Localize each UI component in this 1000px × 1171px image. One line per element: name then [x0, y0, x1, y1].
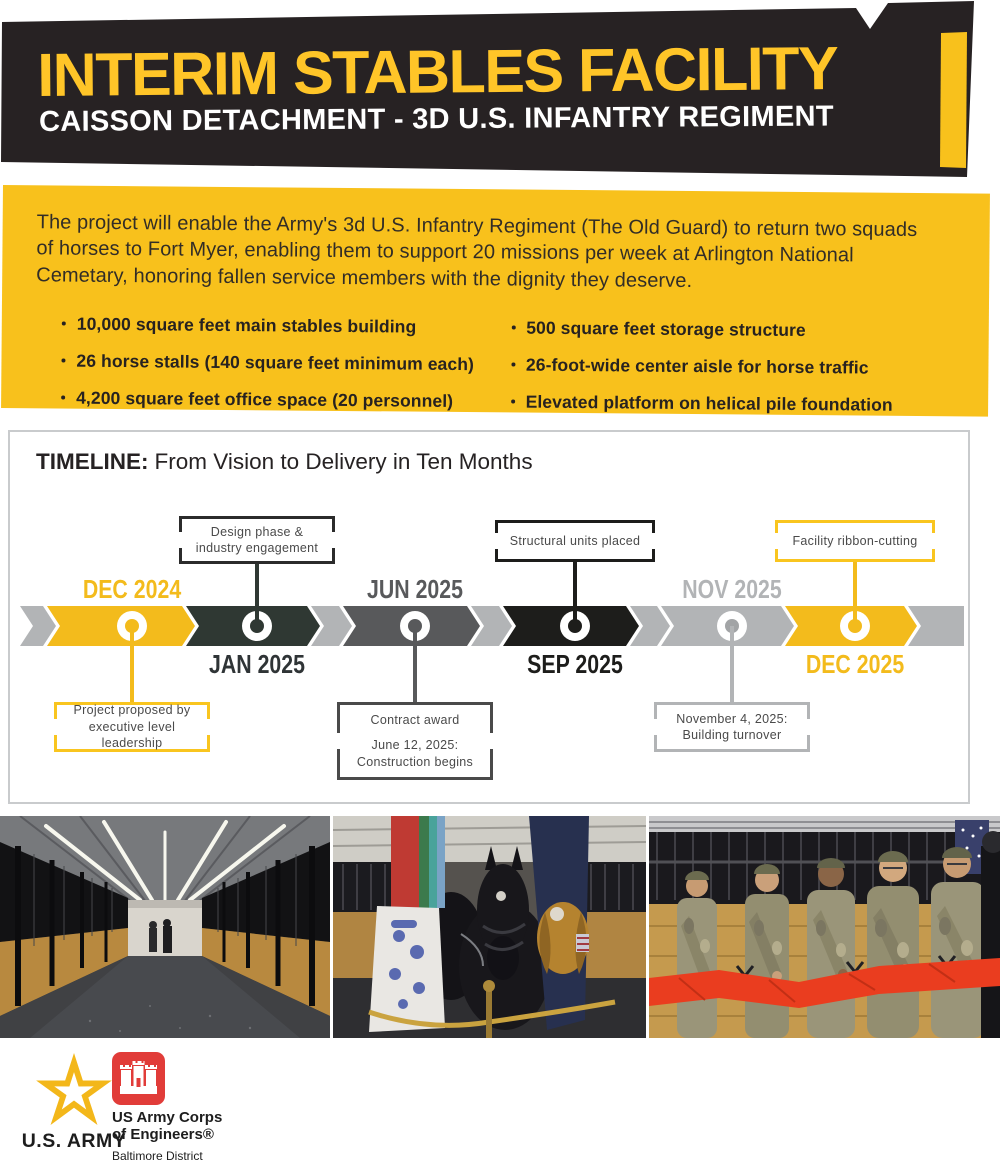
connector-jun-2025: [413, 626, 417, 704]
intro-bullets-right: 500 square feet storage structure 26-foo…: [508, 318, 958, 433]
month-label-jan-2025: JAN 2025: [208, 649, 305, 679]
timeline-band: [20, 606, 964, 646]
month-label-nov-2025: NOV 2025: [682, 574, 782, 604]
connector-sep-2025: [573, 560, 577, 626]
bullet-item: 26-foot-wide center aisle for horse traf…: [509, 355, 959, 380]
callout-text: Contract award: [370, 712, 460, 727]
month-label-dec-2025: DEC 2025: [805, 649, 905, 679]
callout-project-proposed: Project proposed by executive level lead…: [54, 702, 210, 752]
callout-text: Structural units placed: [509, 533, 641, 548]
intro-panel: The project will enable the Army's 3d U.…: [1, 185, 990, 417]
callout-text: Design phase & industry engagement: [195, 524, 319, 556]
page-subtitle: CAISSON DETACHMENT - 3D U.S. INFANTRY RE…: [39, 100, 834, 138]
month-label-dec-2024: DEC 2024: [82, 574, 182, 604]
callout-text: Facility ribbon-cutting: [792, 533, 918, 548]
connector-jan-2025: [255, 562, 259, 626]
connector-dec-2024: [130, 626, 134, 704]
banner-black-panel: [1, 1, 974, 177]
callout-text: June 12, 2025: Construction begins: [356, 738, 474, 769]
callout-structural-units: Structural units placed: [495, 520, 655, 562]
timeline-title: TIMELINE:From Vision to Delivery in Ten …: [36, 449, 533, 475]
bullet-item: 26 horse stalls (140 square feet minimum…: [59, 351, 509, 376]
callout-ribbon-cutting: Facility ribbon-cutting: [775, 520, 935, 562]
usace-line2: of Engineers®: [112, 1125, 214, 1143]
month-label-sep-2025: SEP 2025: [527, 649, 623, 679]
intro-bullets-left: 10,000 square feet main stables building…: [59, 314, 509, 429]
timeline-card: TIMELINE:From Vision to Delivery in Ten …: [8, 430, 970, 804]
callout-building-turnover: November 4, 2025: Building turnover: [654, 702, 810, 752]
intro-paragraph: The project will enable the Army's 3d U.…: [36, 211, 918, 292]
month-label-jun-2025: JUN 2025: [366, 574, 463, 604]
callout-text: November 4, 2025: Building turnover: [676, 711, 788, 743]
us-army-star-logo: [36, 1052, 112, 1125]
bullet-item: 500 square feet storage structure: [509, 318, 959, 343]
usace-castle-logo: [112, 1052, 165, 1105]
timeline-title-rest: From Vision to Delivery in Ten Months: [154, 449, 533, 474]
callout-contract-award: Contract award June 12, 2025: Constructi…: [337, 702, 493, 780]
usace-wordmark: US Army Corps of Engineers® Baltimore Di…: [112, 1109, 223, 1163]
intro-bullet-columns: 10,000 square feet main stables building…: [59, 314, 959, 433]
photo-strip: [0, 816, 1000, 1038]
connector-nov-2025: [730, 626, 734, 704]
bullet-item: 4,200 square feet office space (20 perso…: [59, 388, 509, 413]
usace-line1: US Army Corps: [112, 1109, 223, 1126]
callout-text: Project proposed by executive level lead…: [73, 703, 191, 751]
photo-caisson-horses: [333, 816, 646, 1038]
bullet-item: Elevated platform on helical pile founda…: [509, 392, 959, 417]
usace-line3: Baltimore District: [112, 1148, 203, 1163]
photo-ribbon-cutting: [649, 816, 1000, 1038]
timeline-title-label: TIMELINE:: [36, 449, 149, 474]
page-title: INTERIM STABLES FACILITY: [37, 34, 838, 109]
photo-stable-aisle: [0, 816, 330, 1038]
callout-design-phase: Design phase & industry engagement: [179, 516, 335, 564]
connector-dec-2025: [853, 560, 857, 626]
header-banner-shape: [1, 1, 974, 177]
us-army-wordmark: U.S. ARMY: [21, 1130, 127, 1152]
banner-yellow-bar: [940, 32, 967, 168]
bullet-item: 10,000 square feet main stables building: [60, 314, 510, 339]
